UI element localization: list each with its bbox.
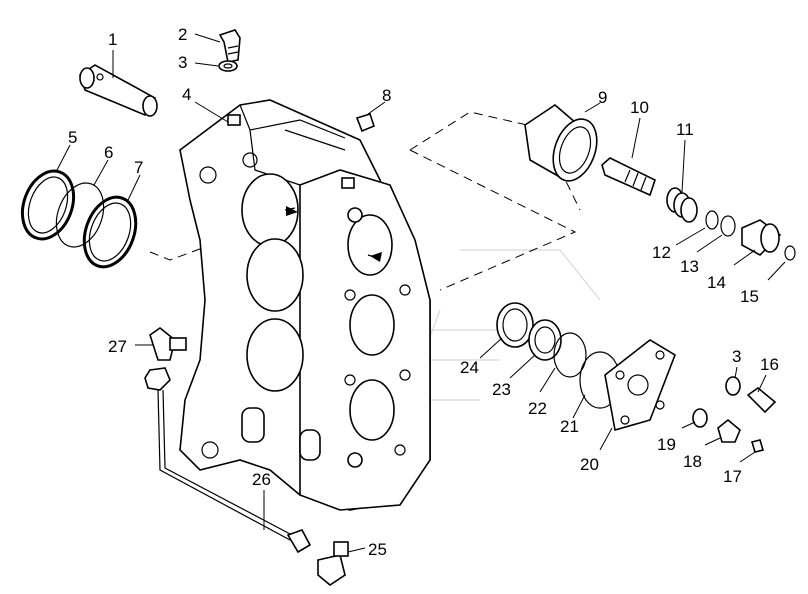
callout-16: 16 — [760, 355, 779, 374]
callout-13: 13 — [680, 257, 699, 276]
nipple-part-17 — [750, 439, 765, 453]
adjuster-bolt-part-10 — [601, 157, 656, 197]
callout-5: 5 — [68, 128, 77, 147]
callout-20: 20 — [580, 455, 599, 474]
callout-22: 22 — [528, 399, 547, 418]
callout-3: 3 — [178, 53, 187, 72]
boot-part-24 — [496, 302, 534, 348]
elbow-fitting-part-27 — [144, 327, 187, 391]
callout-3-lower: 3 — [732, 347, 741, 366]
callout-19: 19 — [657, 435, 676, 454]
sleeve-part-14 — [741, 219, 782, 256]
callout-10: 10 — [630, 98, 649, 117]
seal-part-5 — [20, 169, 76, 241]
callout-1: 1 — [108, 30, 117, 49]
callout-23: 23 — [492, 380, 511, 399]
leader-lines — [55, 33, 786, 553]
callout-25: 25 — [368, 540, 387, 559]
washer-part-19 — [692, 408, 708, 428]
callout-8: 8 — [382, 86, 391, 105]
seal-part-23 — [528, 319, 562, 361]
brake-line-part-26 — [157, 389, 293, 541]
callout-12: 12 — [652, 243, 671, 262]
seal-part-7 — [82, 195, 138, 269]
callout-2: 2 — [178, 25, 187, 44]
callout-18: 18 — [683, 452, 702, 471]
spring-part-11 — [666, 187, 698, 223]
washer-part-3-lower — [725, 376, 741, 396]
cover-plate-part-20 — [604, 339, 676, 432]
elbow-fitting-part-25 — [286, 529, 349, 586]
caliper-housing — [179, 99, 431, 511]
callout-15: 15 — [740, 287, 759, 306]
washer-part-3 — [218, 60, 238, 72]
clip-part-22 — [553, 332, 587, 378]
callout-26: 26 — [252, 470, 271, 489]
callout-17: 17 — [723, 467, 742, 486]
piston-part-9 — [524, 103, 598, 182]
callout-14: 14 — [707, 273, 726, 292]
pin-part-1 — [79, 64, 158, 117]
callout-9: 9 — [598, 88, 607, 107]
ring-part-15 — [784, 245, 796, 261]
callout-7: 7 — [134, 158, 143, 177]
callout-21: 21 — [560, 417, 579, 436]
callout-4: 4 — [182, 85, 191, 104]
ring-part-6 — [55, 182, 105, 248]
bolt-part-16 — [746, 386, 777, 414]
ring-part-13 — [720, 215, 736, 237]
plug-part-8 — [355, 113, 375, 133]
callout-11: 11 — [676, 120, 694, 139]
callout-labels: 1 2 3 4 5 6 7 8 9 10 11 12 13 14 15 3 16… — [68, 25, 779, 559]
bolt-part-2 — [218, 29, 241, 63]
ring-part-12 — [705, 210, 719, 230]
callout-24: 24 — [460, 358, 479, 377]
callout-6: 6 — [104, 143, 113, 162]
nut-part-18 — [717, 418, 741, 443]
callout-27: 27 — [108, 337, 127, 356]
